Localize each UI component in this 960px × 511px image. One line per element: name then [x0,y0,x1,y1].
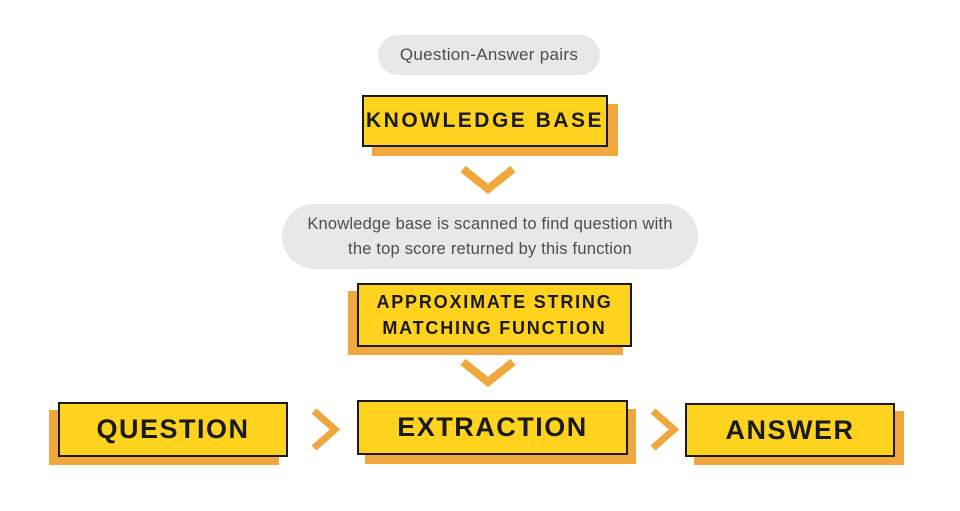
node-extraction: EXTRACTION [357,400,636,464]
note-knowledge-base-scan: Knowledge base is scanned to find questi… [282,204,698,269]
chevron-right-icon [311,408,341,451]
node-question: QUESTION [49,402,288,465]
node-answer: ANSWER [685,403,904,465]
node-question-label: QUESTION [58,402,288,457]
node-answer-label: ANSWER [685,403,895,457]
node-extraction-label: EXTRACTION [357,400,628,455]
chevron-down-icon [460,165,516,194]
chevron-right-icon [650,408,680,451]
chevron-down-icon [460,358,516,387]
node-knowledge-base-label: KNOWLEDGE BASE [362,95,608,147]
node-approximate-string-matching-function: APPROXIMATE STRING MATCHING FUNCTION [348,283,632,355]
note-question-answer-pairs: Question-Answer pairs [378,35,600,75]
node-matching-function-label: APPROXIMATE STRING MATCHING FUNCTION [357,283,632,347]
node-knowledge-base: KNOWLEDGE BASE [362,95,618,156]
